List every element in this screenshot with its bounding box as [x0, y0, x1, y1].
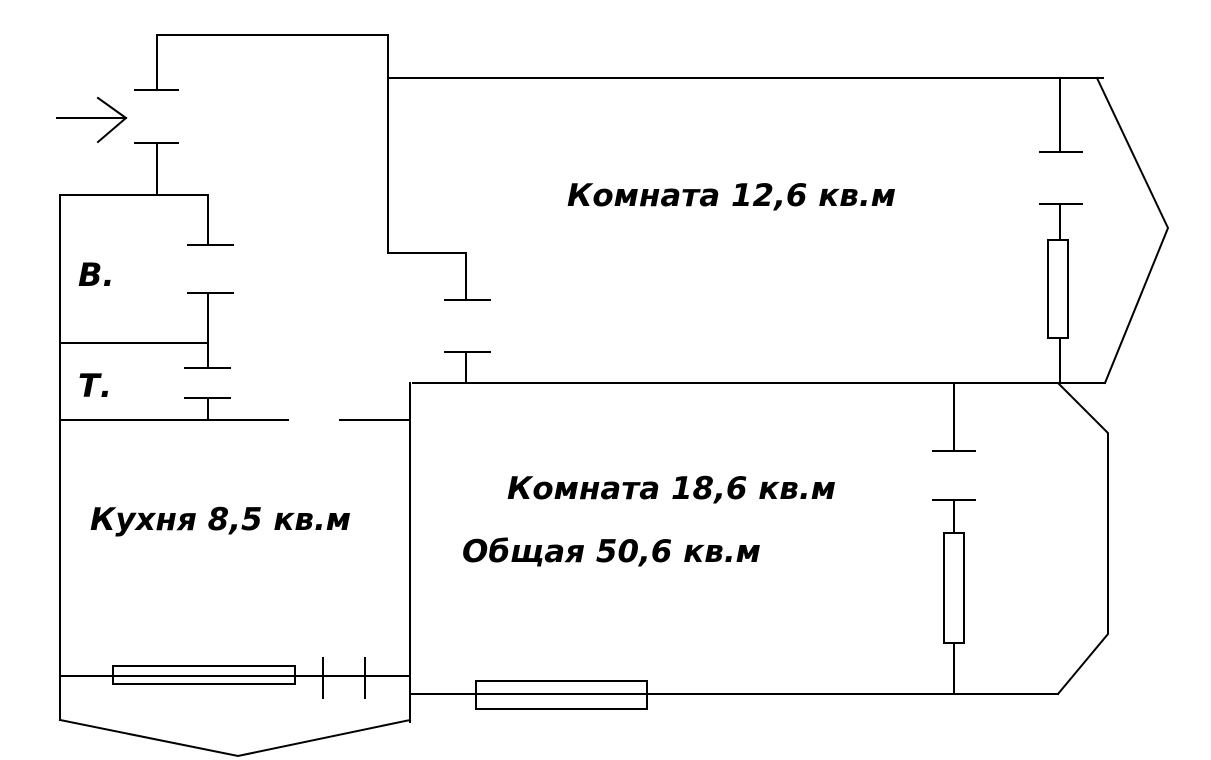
kitchen-balcony — [58, 718, 412, 758]
room-12-balcony — [1039, 77, 1083, 384]
room-12-door — [444, 299, 491, 384]
entrance-arrow-icon — [56, 96, 128, 144]
entrance-door — [134, 34, 179, 196]
room-18-label: Комната 18,6 кв.м — [507, 471, 836, 507]
bath-label: В. — [78, 256, 115, 294]
total-area-label: Общая 50,6 кв.м — [462, 534, 761, 570]
toilet-label: Т. — [78, 367, 112, 405]
corridor-top-wall — [156, 34, 467, 301]
room-12-label: Комната 12,6 кв.м — [567, 178, 896, 214]
bath-toilet-block — [59, 194, 234, 421]
room-12-walls — [387, 76, 1170, 385]
kitchen-label: Кухня 8,5 кв.м — [90, 502, 351, 538]
room-18-walls — [409, 381, 1109, 710]
divider-wall — [409, 382, 429, 723]
kitchen-bottom-wall — [59, 657, 411, 699]
room-18-balcony — [932, 382, 976, 695]
